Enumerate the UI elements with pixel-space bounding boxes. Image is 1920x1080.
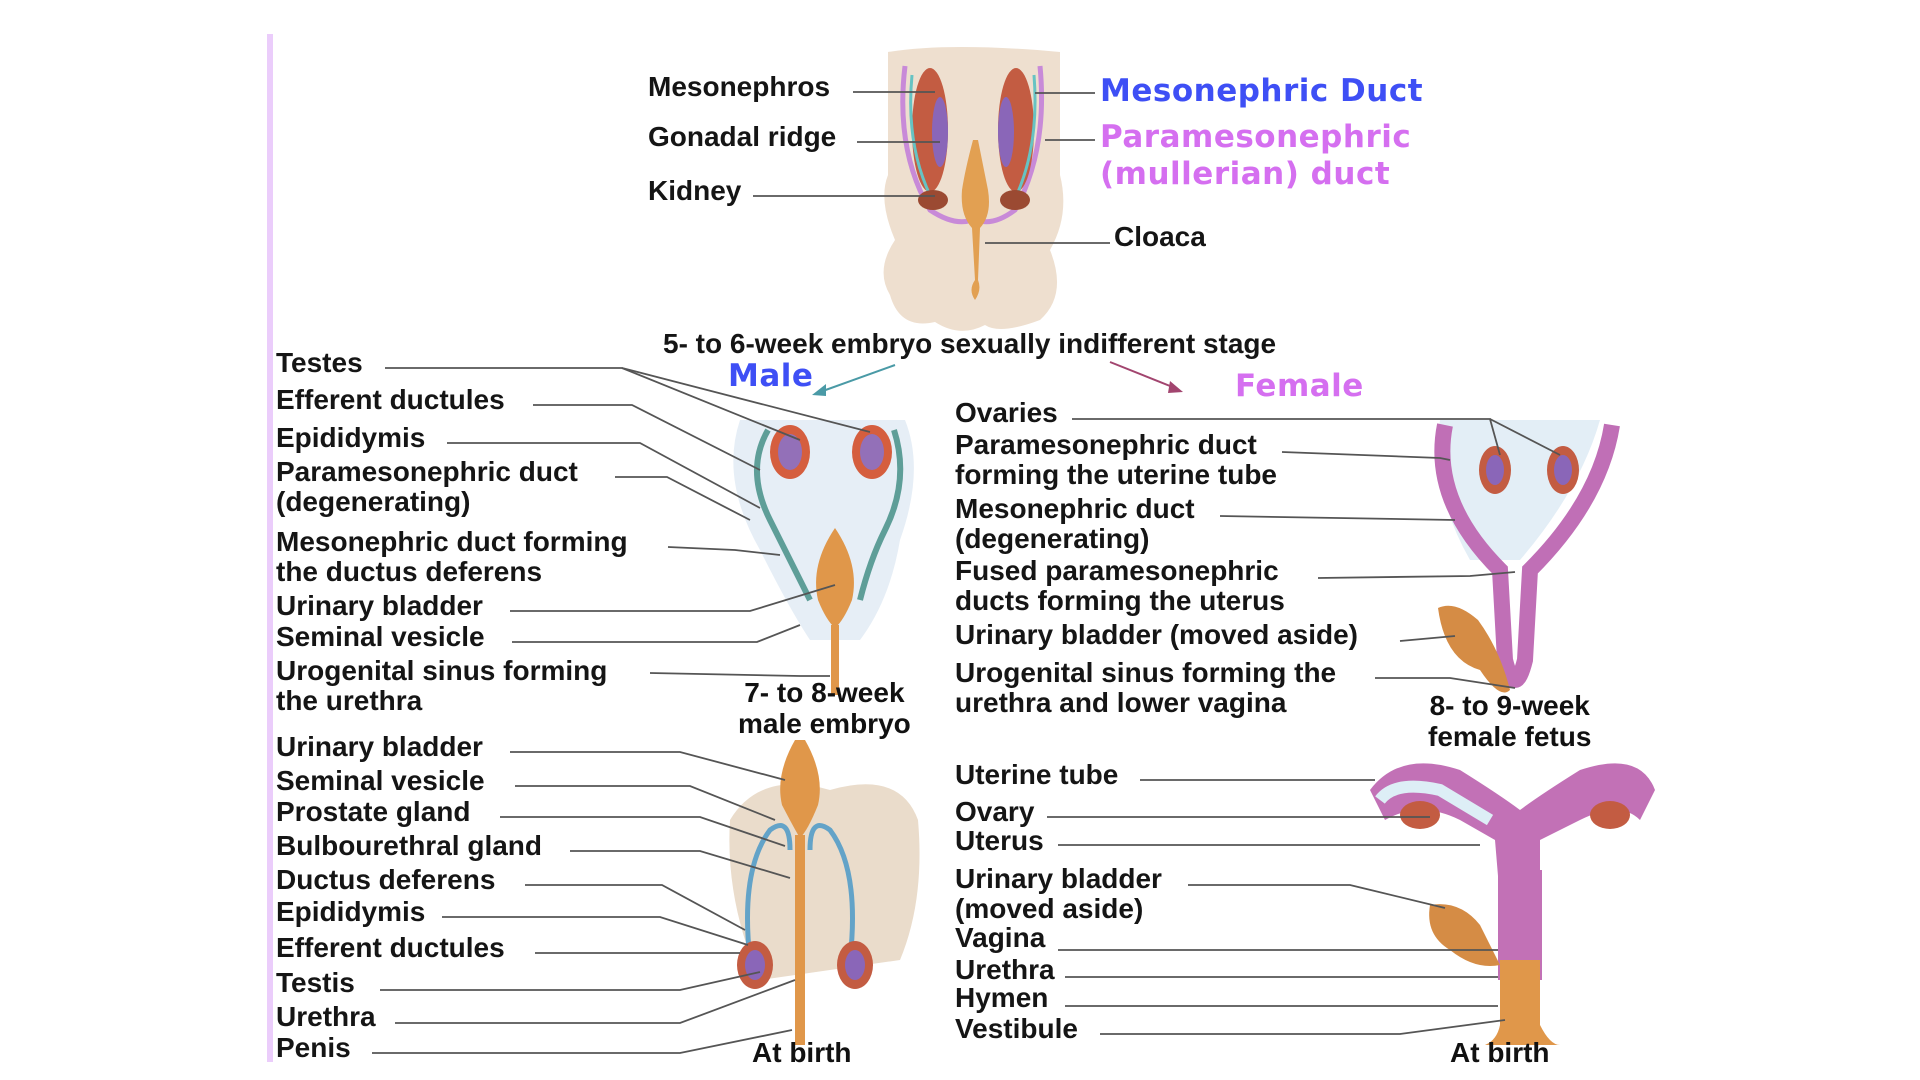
indifferent-stage-caption: 5- to 6-week embryo sexually indifferent…	[663, 328, 1277, 359]
leader-lines	[372, 91, 1561, 1054]
label-hymen: Hymen	[955, 982, 1049, 1013]
label-seminal-vesicle-male-birth: Seminal vesicle	[276, 765, 485, 796]
label-efferent-ductules-birth: Efferent ductules	[276, 932, 505, 963]
label-prostate-gland: Prostate gland	[276, 796, 471, 827]
label-uterine-tube: Uterine tube	[955, 759, 1119, 790]
label-mesonephric-degenerating-female: Mesonephric duct (degenerating)	[955, 493, 1195, 554]
label-urogenital-sinus-female: Urogenital sinus forming the urethra and…	[955, 657, 1337, 718]
label-efferent-ductules: Efferent ductules	[276, 384, 505, 415]
label-seminal-vesicle-male-embryo: Seminal vesicle	[276, 621, 485, 652]
label-urethra-female: Urethra	[955, 954, 1055, 985]
male-arrow-icon	[812, 364, 896, 396]
male-embryo-caption: 7- to 8-week male embryo	[738, 677, 911, 739]
label-bulbourethral-gland: Bulbourethral gland	[276, 830, 542, 861]
label-urethra-male: Urethra	[276, 1001, 376, 1032]
indifferent-embryo-figure	[883, 47, 1064, 331]
label-gonadal-ridge: Gonadal ridge	[648, 121, 837, 152]
label-testis: Testis	[276, 967, 355, 998]
label-mesonephric-duct: Mesonephric Duct	[1100, 73, 1424, 109]
label-paramesonephric-degenerating: Paramesonephric duct (degenerating)	[276, 456, 578, 517]
label-epididymis: Epididymis	[276, 422, 426, 453]
heading-male: Male	[728, 358, 814, 394]
female-fetus-caption: 8- to 9-week female fetus	[1428, 690, 1592, 752]
label-urinary-bladder-moved-aside: Urinary bladder (moved aside)	[955, 619, 1359, 650]
label-ovaries: Ovaries	[955, 397, 1058, 428]
male-embryo-figure	[733, 420, 914, 695]
label-ductus-deferens: Ductus deferens	[276, 864, 496, 895]
label-urogenital-sinus-male: Urogenital sinus forming the urethra	[276, 655, 608, 716]
male-birth-caption: At birth	[752, 1037, 852, 1068]
label-paramesonephric-duct: Paramesonephric (mullerian) duct	[1100, 119, 1412, 192]
label-paramesonephric-uterine-tube: Paramesonephric duct forming the uterine…	[955, 429, 1277, 490]
label-urinary-bladder-male-birth: Urinary bladder	[276, 731, 483, 762]
label-penis: Penis	[276, 1032, 351, 1063]
label-fused-paramesonephric: Fused paramesonephric ducts forming the …	[955, 555, 1285, 616]
label-vestibule: Vestibule	[955, 1013, 1078, 1044]
label-mesonephric-ductus-deferens: Mesonephric duct forming the ductus defe…	[276, 526, 628, 587]
label-kidney: Kidney	[648, 175, 742, 206]
female-fetus-figure	[1434, 420, 1620, 693]
female-birth-caption: At birth	[1450, 1037, 1550, 1068]
label-vagina: Vagina	[955, 922, 1046, 953]
female-arrow-icon	[1109, 361, 1183, 393]
female-birth-figure	[1370, 763, 1655, 1045]
label-ovary: Ovary	[955, 796, 1035, 827]
accent-bar	[267, 34, 273, 1062]
label-cloaca: Cloaca	[1114, 221, 1206, 252]
male-birth-figure	[729, 740, 920, 1045]
heading-female: Female	[1235, 368, 1364, 404]
label-mesonephros: Mesonephros	[648, 71, 831, 102]
label-testes: Testes	[276, 347, 363, 378]
label-urinary-bladder-male-embryo: Urinary bladder	[276, 590, 483, 621]
label-epididymis-birth: Epididymis	[276, 896, 426, 927]
label-urinary-bladder-female-birth: Urinary bladder (moved aside)	[955, 863, 1162, 924]
label-uterus: Uterus	[955, 825, 1044, 856]
